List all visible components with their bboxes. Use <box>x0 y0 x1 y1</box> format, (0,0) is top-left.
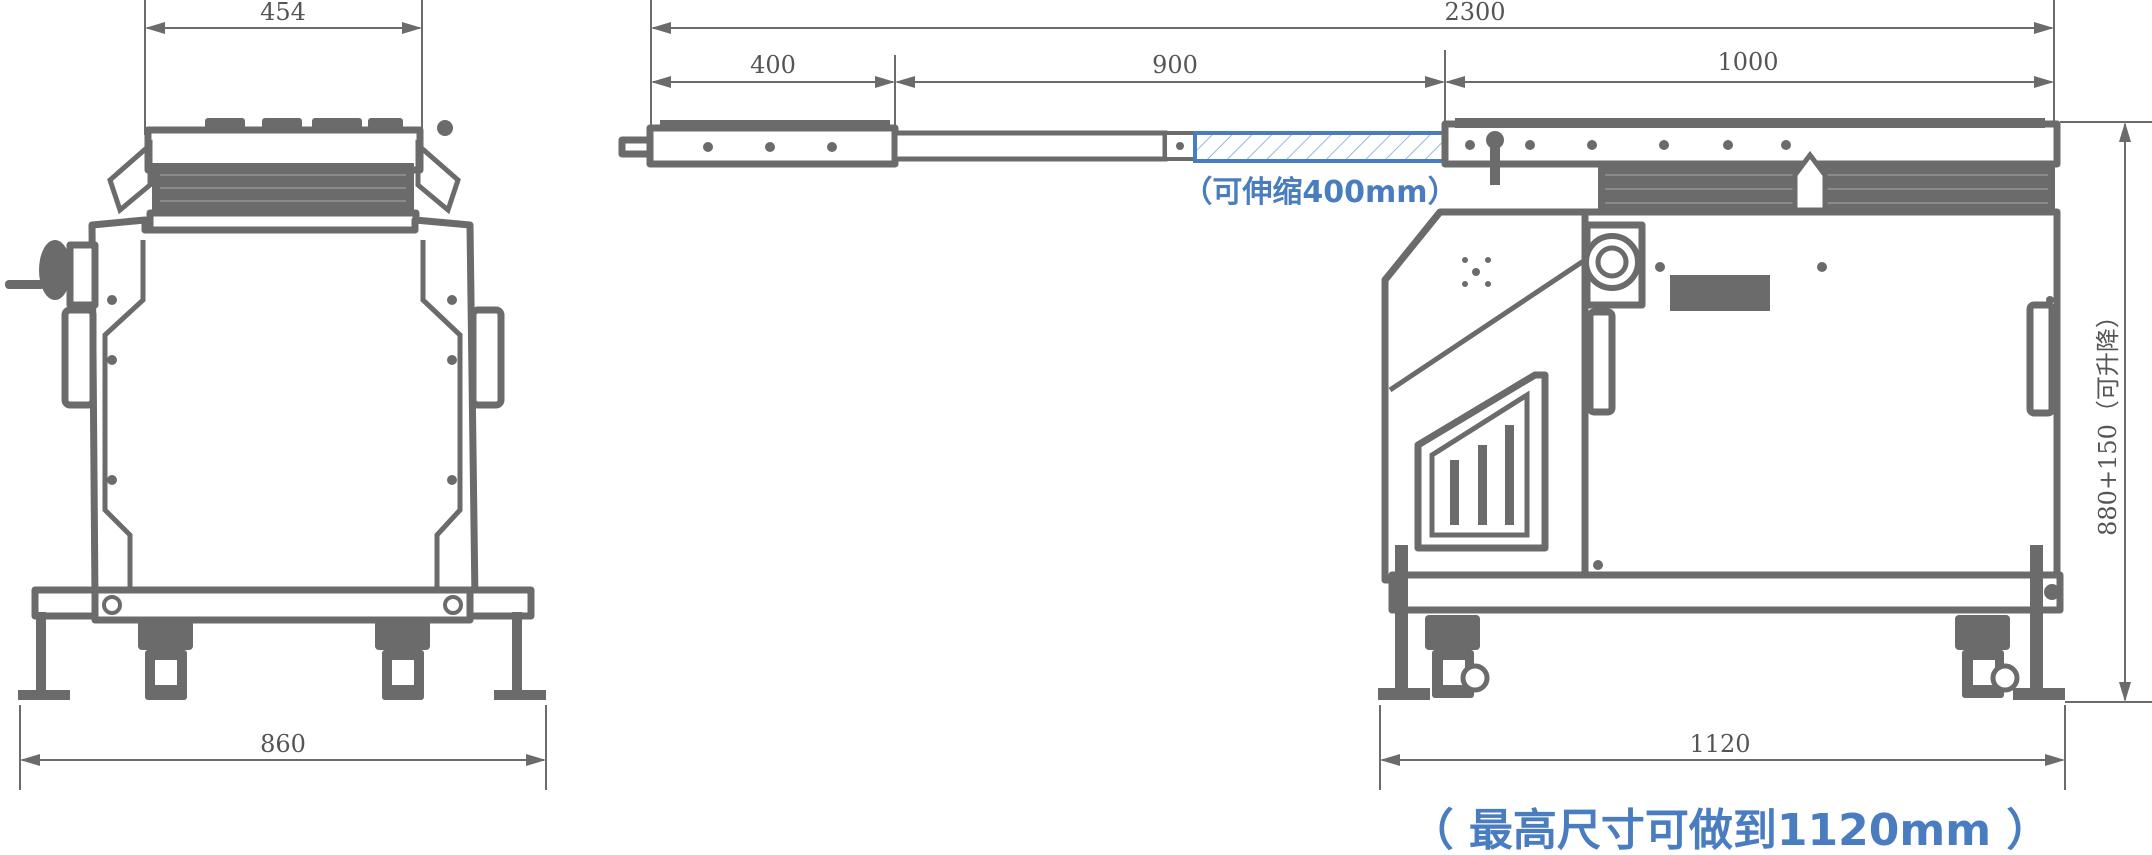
telescopic-note: （可伸缩400mm） <box>1182 175 1457 210</box>
dim-label-900: 900 <box>1152 51 1198 79</box>
dim-1120: 1120 <box>1379 705 2066 790</box>
dim-860: 860 <box>19 705 547 790</box>
dim-segments: 400 900 1000 <box>651 48 2054 130</box>
dim-height: 880+150（可升降） <box>2060 121 2152 703</box>
dim-label-1000: 1000 <box>1717 48 1778 76</box>
dim-label-height: 880+150（可升降） <box>2094 304 2122 536</box>
dim-2300: 2300 <box>650 0 2055 130</box>
dim-label-860: 860 <box>260 730 306 758</box>
dim-label-400: 400 <box>750 51 796 79</box>
front-view: 454 <box>5 0 547 790</box>
side-view: 2300 400 900 1000 （可伸缩400mm） <box>618 0 2152 855</box>
telescopic-section <box>1193 131 1447 163</box>
dim-label-1120: 1120 <box>1689 730 1750 758</box>
nameplate <box>1670 275 1770 311</box>
dim-label-2300: 2300 <box>1444 0 1505 26</box>
dim-454: 454 <box>144 0 423 135</box>
max-height-note: （ 最高尺寸可做到1120mm ） <box>1410 805 2051 855</box>
dim-label-454: 454 <box>260 0 306 26</box>
